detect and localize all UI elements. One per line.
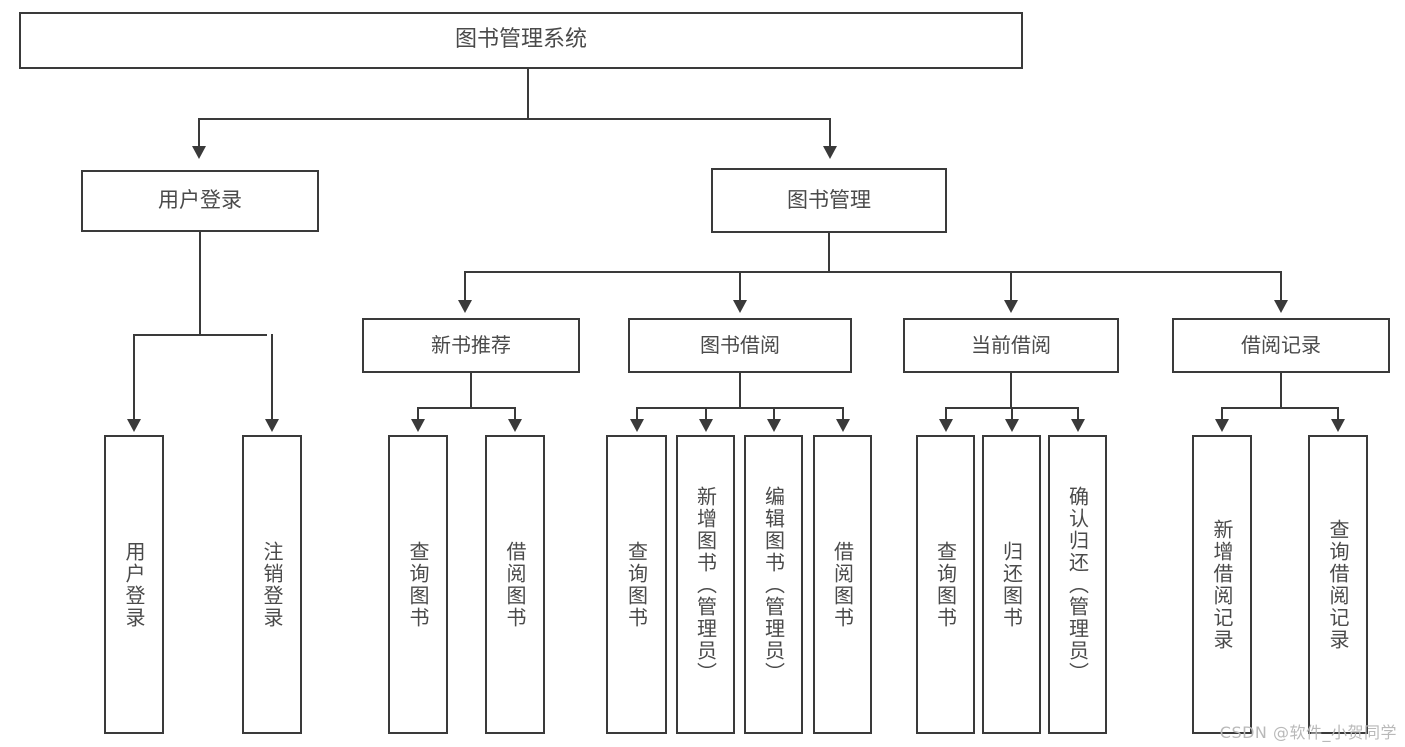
- connector-record-drop-1: [1221, 407, 1223, 420]
- leaf-user-login-login[interactable]: 用户登录: [104, 435, 164, 734]
- leaf-label: 新增图书（管理员）: [693, 485, 718, 684]
- connector-bookborrow-drop-3: [773, 407, 775, 420]
- leaf-newbook-borrow[interactable]: 借阅图书: [485, 435, 545, 734]
- arrow-root-to-bookmgmt: [823, 146, 837, 159]
- node-label: 图书管理系统: [454, 27, 587, 53]
- connector-record-stem: [1280, 373, 1282, 408]
- node-borrow-record[interactable]: 借阅记录: [1172, 318, 1390, 373]
- connector-bookmgmt-drop-1: [464, 271, 466, 301]
- leaf-current-confirm-return[interactable]: 确认归还（管理员）: [1048, 435, 1107, 734]
- arrow-bookborrow-leaf-2: [699, 419, 713, 432]
- node-label: 借阅记录: [1241, 333, 1321, 358]
- connector-root-bar: [198, 118, 830, 120]
- leaf-label: 查询图书: [933, 540, 958, 629]
- leaf-current-query[interactable]: 查询图书: [916, 435, 975, 734]
- connector-current-stem: [1010, 373, 1012, 408]
- arrow-bookborrow-leaf-3: [767, 419, 781, 432]
- connector-bookborrow-bar: [636, 407, 843, 409]
- node-user-login[interactable]: 用户登录: [81, 170, 319, 232]
- node-book-borrow[interactable]: 图书借阅: [628, 318, 852, 373]
- arrow-bookborrow-leaf-1: [630, 419, 644, 432]
- connector-newbook-bar: [417, 407, 515, 409]
- connector-newbook-drop-1: [417, 407, 419, 420]
- leaf-label: 用户登录: [122, 540, 146, 629]
- leaf-label: 借阅图书: [830, 540, 855, 629]
- node-label: 图书借阅: [700, 333, 780, 358]
- connector-newbook-drop-2: [514, 407, 516, 420]
- arrow-bookmgmt-to-borrow: [733, 300, 747, 313]
- leaf-label: 查询借阅记录: [1326, 518, 1350, 651]
- connector-bookmgmt-stem: [828, 233, 830, 273]
- connector-bookmgmt-drop-3: [1010, 271, 1012, 301]
- arrow-bookmgmt-to-newbook: [458, 300, 472, 313]
- node-root-system[interactable]: 图书管理系统: [19, 12, 1023, 69]
- leaf-record-add[interactable]: 新增借阅记录: [1192, 435, 1252, 734]
- connector-bookborrow-drop-4: [842, 407, 844, 420]
- connector-userlogin-drop-2: [271, 334, 273, 420]
- arrow-record-leaf-2: [1331, 419, 1345, 432]
- connector-root-stem: [527, 69, 529, 119]
- connector-userlogin-stem: [199, 232, 201, 335]
- arrow-current-leaf-3: [1071, 419, 1085, 432]
- leaf-bookborrow-borrow[interactable]: 借阅图书: [813, 435, 872, 734]
- connector-current-drop-2: [1011, 407, 1013, 420]
- arrow-userlogin-leaf-2: [265, 419, 279, 432]
- connector-userlogin-bar: [133, 334, 267, 336]
- arrow-newbook-leaf-2: [508, 419, 522, 432]
- node-new-book-recommend[interactable]: 新书推荐: [362, 318, 580, 373]
- node-label: 新书推荐: [431, 333, 511, 358]
- leaf-label: 编辑图书（管理员）: [761, 485, 786, 684]
- connector-bookmgmt-drop-2: [739, 271, 741, 301]
- node-current-borrow[interactable]: 当前借阅: [903, 318, 1119, 373]
- connector-record-bar: [1221, 407, 1338, 409]
- connector-newbook-stem: [470, 373, 472, 408]
- arrow-current-leaf-2: [1005, 419, 1019, 432]
- arrow-newbook-leaf-1: [411, 419, 425, 432]
- connector-root-to-bookmgmt: [829, 118, 831, 148]
- arrow-current-leaf-1: [939, 419, 953, 432]
- connector-current-drop-1: [945, 407, 947, 420]
- arrow-bookborrow-leaf-4: [836, 419, 850, 432]
- arrow-bookmgmt-to-record: [1274, 300, 1288, 313]
- leaf-label: 新增借阅记录: [1210, 518, 1234, 651]
- leaf-label: 查询图书: [406, 540, 430, 629]
- node-label: 图书管理: [787, 187, 871, 212]
- leaf-label: 归还图书: [999, 540, 1024, 629]
- connector-userlogin-drop-1: [133, 334, 135, 420]
- connector-bookmgmt-drop-4: [1280, 271, 1282, 301]
- leaf-newbook-query[interactable]: 查询图书: [388, 435, 448, 734]
- connector-bookmgmt-bar: [464, 271, 1281, 273]
- node-label: 当前借阅: [971, 333, 1051, 358]
- connector-root-to-userlogin: [198, 118, 200, 148]
- connector-bookborrow-drop-2: [705, 407, 707, 420]
- leaf-label: 查询图书: [624, 540, 649, 629]
- arrow-bookmgmt-to-current: [1004, 300, 1018, 313]
- leaf-label: 注销登录: [260, 540, 284, 629]
- arrow-record-leaf-1: [1215, 419, 1229, 432]
- leaf-record-query[interactable]: 查询借阅记录: [1308, 435, 1368, 734]
- node-label: 用户登录: [158, 188, 242, 213]
- connector-bookborrow-stem: [739, 373, 741, 408]
- csdn-watermark: CSDN @软件_小贺同学: [1219, 723, 1397, 742]
- arrow-root-to-userlogin: [192, 146, 206, 159]
- node-book-management[interactable]: 图书管理: [711, 168, 947, 233]
- leaf-bookborrow-edit[interactable]: 编辑图书（管理员）: [744, 435, 803, 734]
- arrow-userlogin-leaf-1: [127, 419, 141, 432]
- leaf-user-login-logout[interactable]: 注销登录: [242, 435, 302, 734]
- leaf-label: 确认归还（管理员）: [1065, 485, 1090, 684]
- leaf-bookborrow-add[interactable]: 新增图书（管理员）: [676, 435, 735, 734]
- leaf-current-return[interactable]: 归还图书: [982, 435, 1041, 734]
- connector-current-drop-3: [1077, 407, 1079, 420]
- leaf-bookborrow-query[interactable]: 查询图书: [606, 435, 667, 734]
- connector-bookborrow-drop-1: [636, 407, 638, 420]
- leaf-label: 借阅图书: [503, 540, 527, 629]
- connector-record-drop-2: [1337, 407, 1339, 420]
